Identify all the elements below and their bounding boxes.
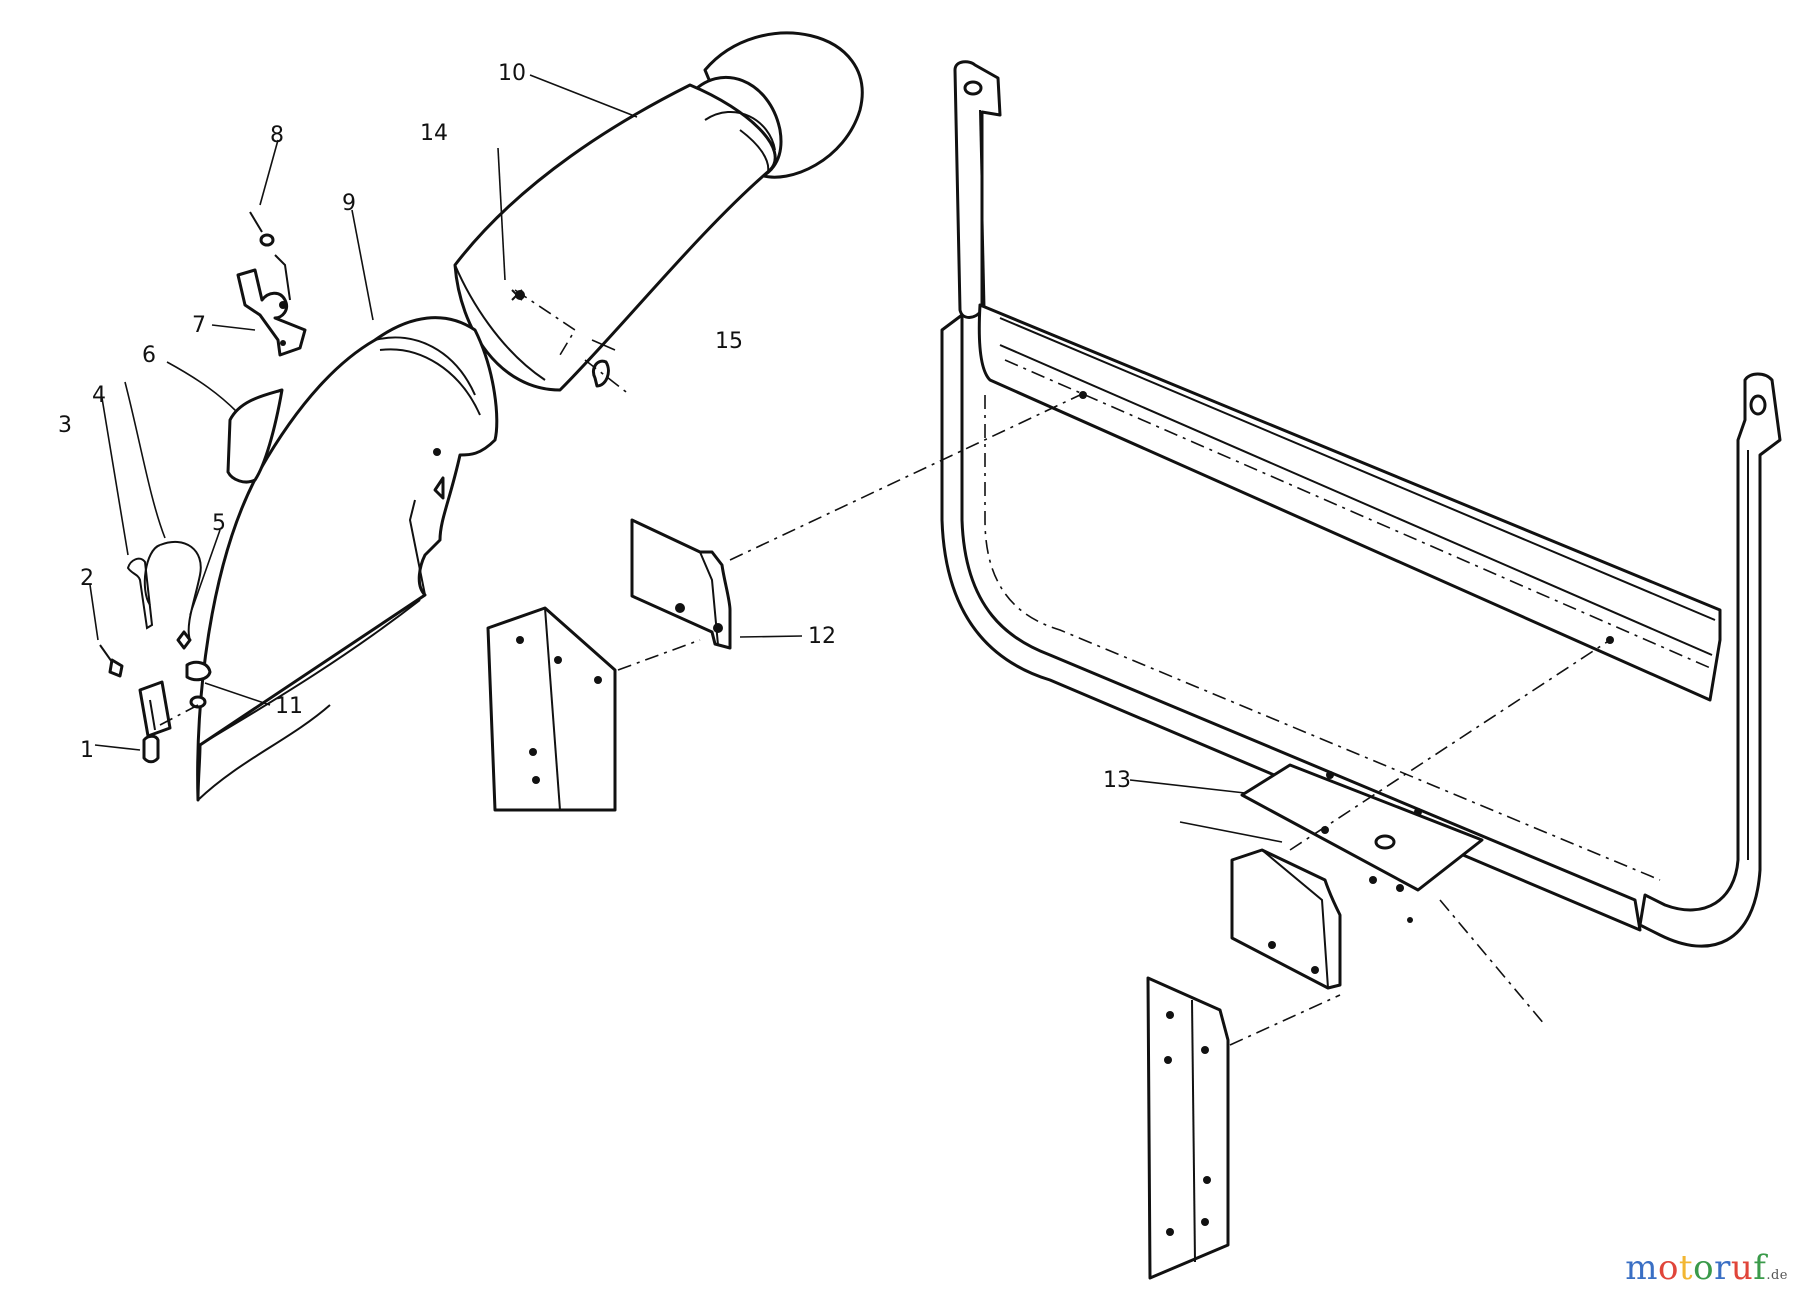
callout-12: 12 (808, 624, 836, 649)
latch-part-5 (176, 630, 212, 682)
bracket-part-12 (630, 518, 732, 650)
watermark-logo: motoruf.de (1625, 1248, 1788, 1288)
callout-5: 5 (212, 511, 226, 536)
leader-lines (89, 74, 1283, 843)
watermark-letter: m (1625, 1248, 1658, 1288)
callout-13: 13 (1103, 768, 1131, 793)
plate-part-13 (1240, 763, 1484, 892)
callout-4: 4 (92, 383, 106, 408)
callout-10: 10 (498, 61, 526, 86)
callout-11: 11 (275, 694, 303, 719)
watermark-suffix: .de (1766, 1268, 1788, 1283)
callout-6: 6 (142, 343, 156, 368)
callout-2: 2 (80, 566, 94, 591)
cable-part-4 (143, 540, 202, 641)
deflector-part-6 (226, 388, 284, 484)
screw-part-8 (249, 211, 275, 247)
callout-1: 1 (80, 738, 94, 763)
bolt-part-2 (99, 644, 124, 678)
washer-part-11 (189, 695, 207, 709)
callouts: 1 2 3 4 5 6 7 8 9 10 11 12 13 14 15 (58, 61, 1131, 793)
hairpin-part-3 (126, 557, 154, 630)
watermark-letter: f (1753, 1248, 1767, 1288)
watermark-letter: u (1730, 1248, 1754, 1288)
assembly-lines (159, 391, 1614, 1046)
angle-plate-left (486, 606, 617, 812)
bracket-lower (1230, 848, 1342, 990)
callout-14: 14 (420, 121, 448, 146)
tube-part-10 (453, 31, 864, 392)
watermark-letter: t (1678, 1248, 1694, 1288)
callout-3: 3 (58, 413, 72, 438)
lever-bracket-part-7 (236, 254, 307, 357)
callout-15: 15 (715, 329, 743, 354)
watermark-letter: o (1693, 1248, 1715, 1288)
callout-9: 9 (342, 191, 356, 216)
hinge-part-1 (138, 680, 172, 764)
callout-8: 8 (270, 123, 284, 148)
pin-part-15 (584, 359, 631, 396)
chute-part-9 (196, 316, 499, 802)
watermark-letter: r (1714, 1248, 1731, 1288)
watermark-letter: o (1657, 1248, 1679, 1288)
angle-plate-right (1146, 976, 1230, 1280)
callout-7: 7 (192, 313, 206, 338)
